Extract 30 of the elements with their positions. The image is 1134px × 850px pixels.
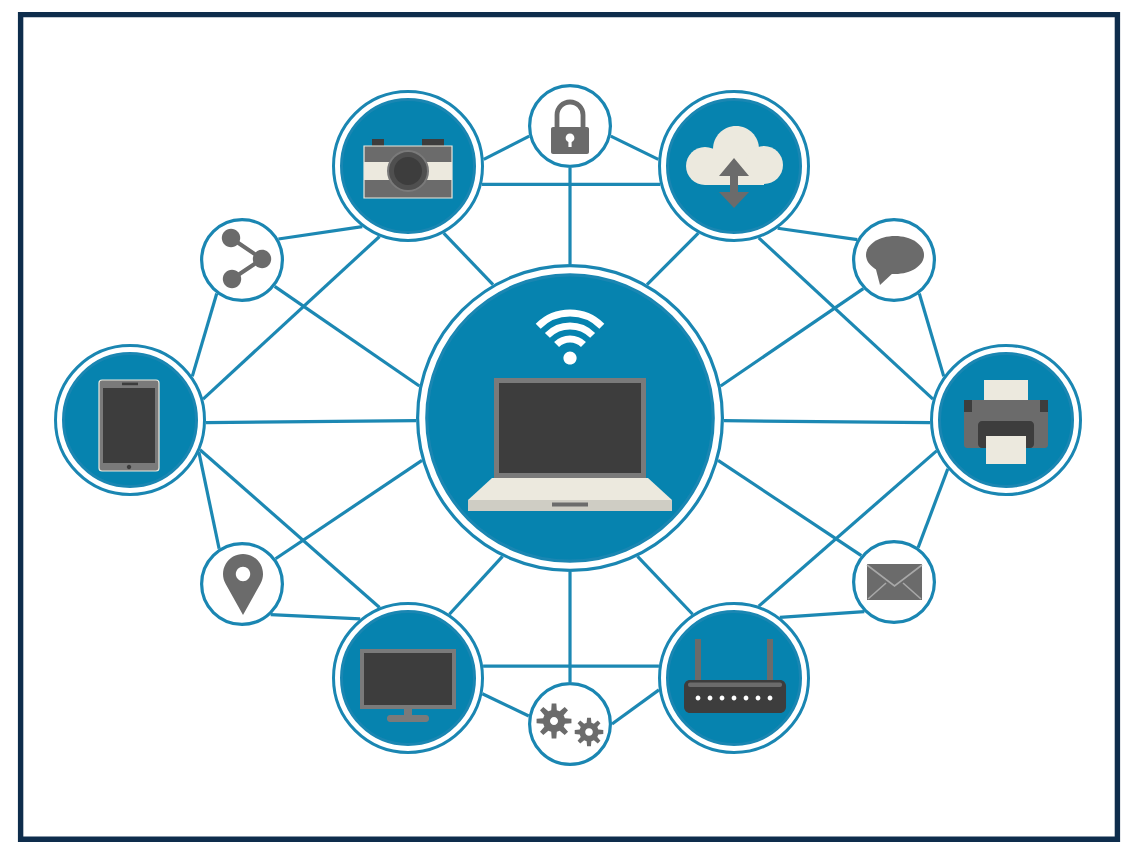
connector-line xyxy=(723,419,931,425)
connector-line xyxy=(916,468,950,549)
connector-line xyxy=(270,613,361,621)
connector-line xyxy=(205,419,417,425)
connector-line xyxy=(917,293,946,377)
connector-line xyxy=(757,449,938,608)
connector-line xyxy=(779,610,865,619)
connector-line xyxy=(273,285,421,388)
connector-line xyxy=(719,287,865,388)
connector-line xyxy=(481,182,661,186)
connector-line xyxy=(645,231,700,286)
connector-line xyxy=(568,168,572,264)
connector-line xyxy=(611,688,660,726)
connector-line xyxy=(448,555,504,616)
connector-line xyxy=(483,664,659,668)
connector-line xyxy=(197,451,221,550)
connector-line xyxy=(777,226,858,242)
connector-line xyxy=(483,134,530,161)
connector-line xyxy=(201,235,381,401)
connector-line xyxy=(481,692,530,718)
connector-line xyxy=(717,459,863,557)
connector-line xyxy=(198,448,381,609)
connector-line xyxy=(757,236,935,401)
connector-line xyxy=(274,459,423,561)
connector-line xyxy=(636,555,694,616)
connector-line xyxy=(190,293,219,377)
connector-line xyxy=(442,232,495,286)
connector-line xyxy=(610,134,659,161)
connector-line xyxy=(278,225,363,241)
connector-line xyxy=(568,572,572,682)
